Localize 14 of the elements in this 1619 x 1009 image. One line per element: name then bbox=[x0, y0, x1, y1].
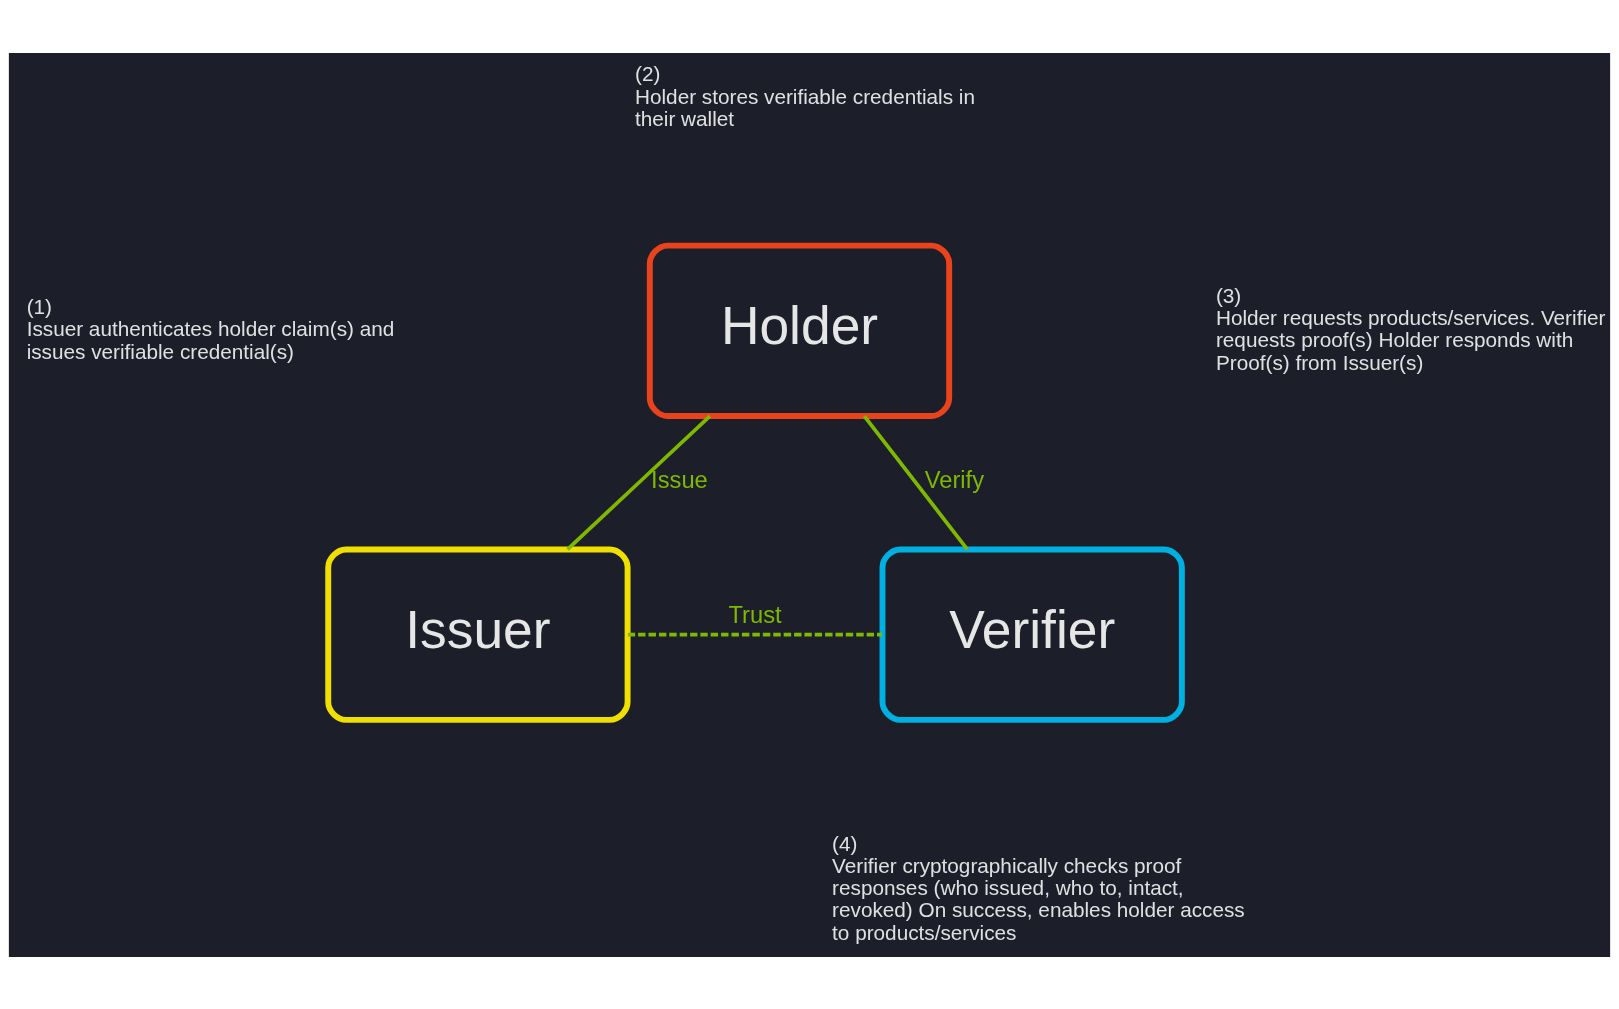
label: Holder stores verifiable credentials in their wallet bbox=[635, 84, 975, 130]
edge-label: Verify bbox=[924, 466, 984, 493]
label: (1) bbox=[26, 294, 52, 318]
edge-label: Trust bbox=[728, 601, 782, 628]
connector bbox=[862, 414, 969, 550]
connector bbox=[566, 414, 712, 551]
node-box: Verifier bbox=[879, 546, 1185, 723]
node-box: Holder bbox=[646, 242, 953, 419]
connector bbox=[627, 632, 883, 636]
label: (2) bbox=[635, 61, 661, 85]
label: (4) bbox=[832, 831, 858, 855]
node-box: Issuer bbox=[325, 546, 631, 723]
label: (3) bbox=[1215, 283, 1242, 307]
edge-label: Issue bbox=[651, 466, 708, 493]
